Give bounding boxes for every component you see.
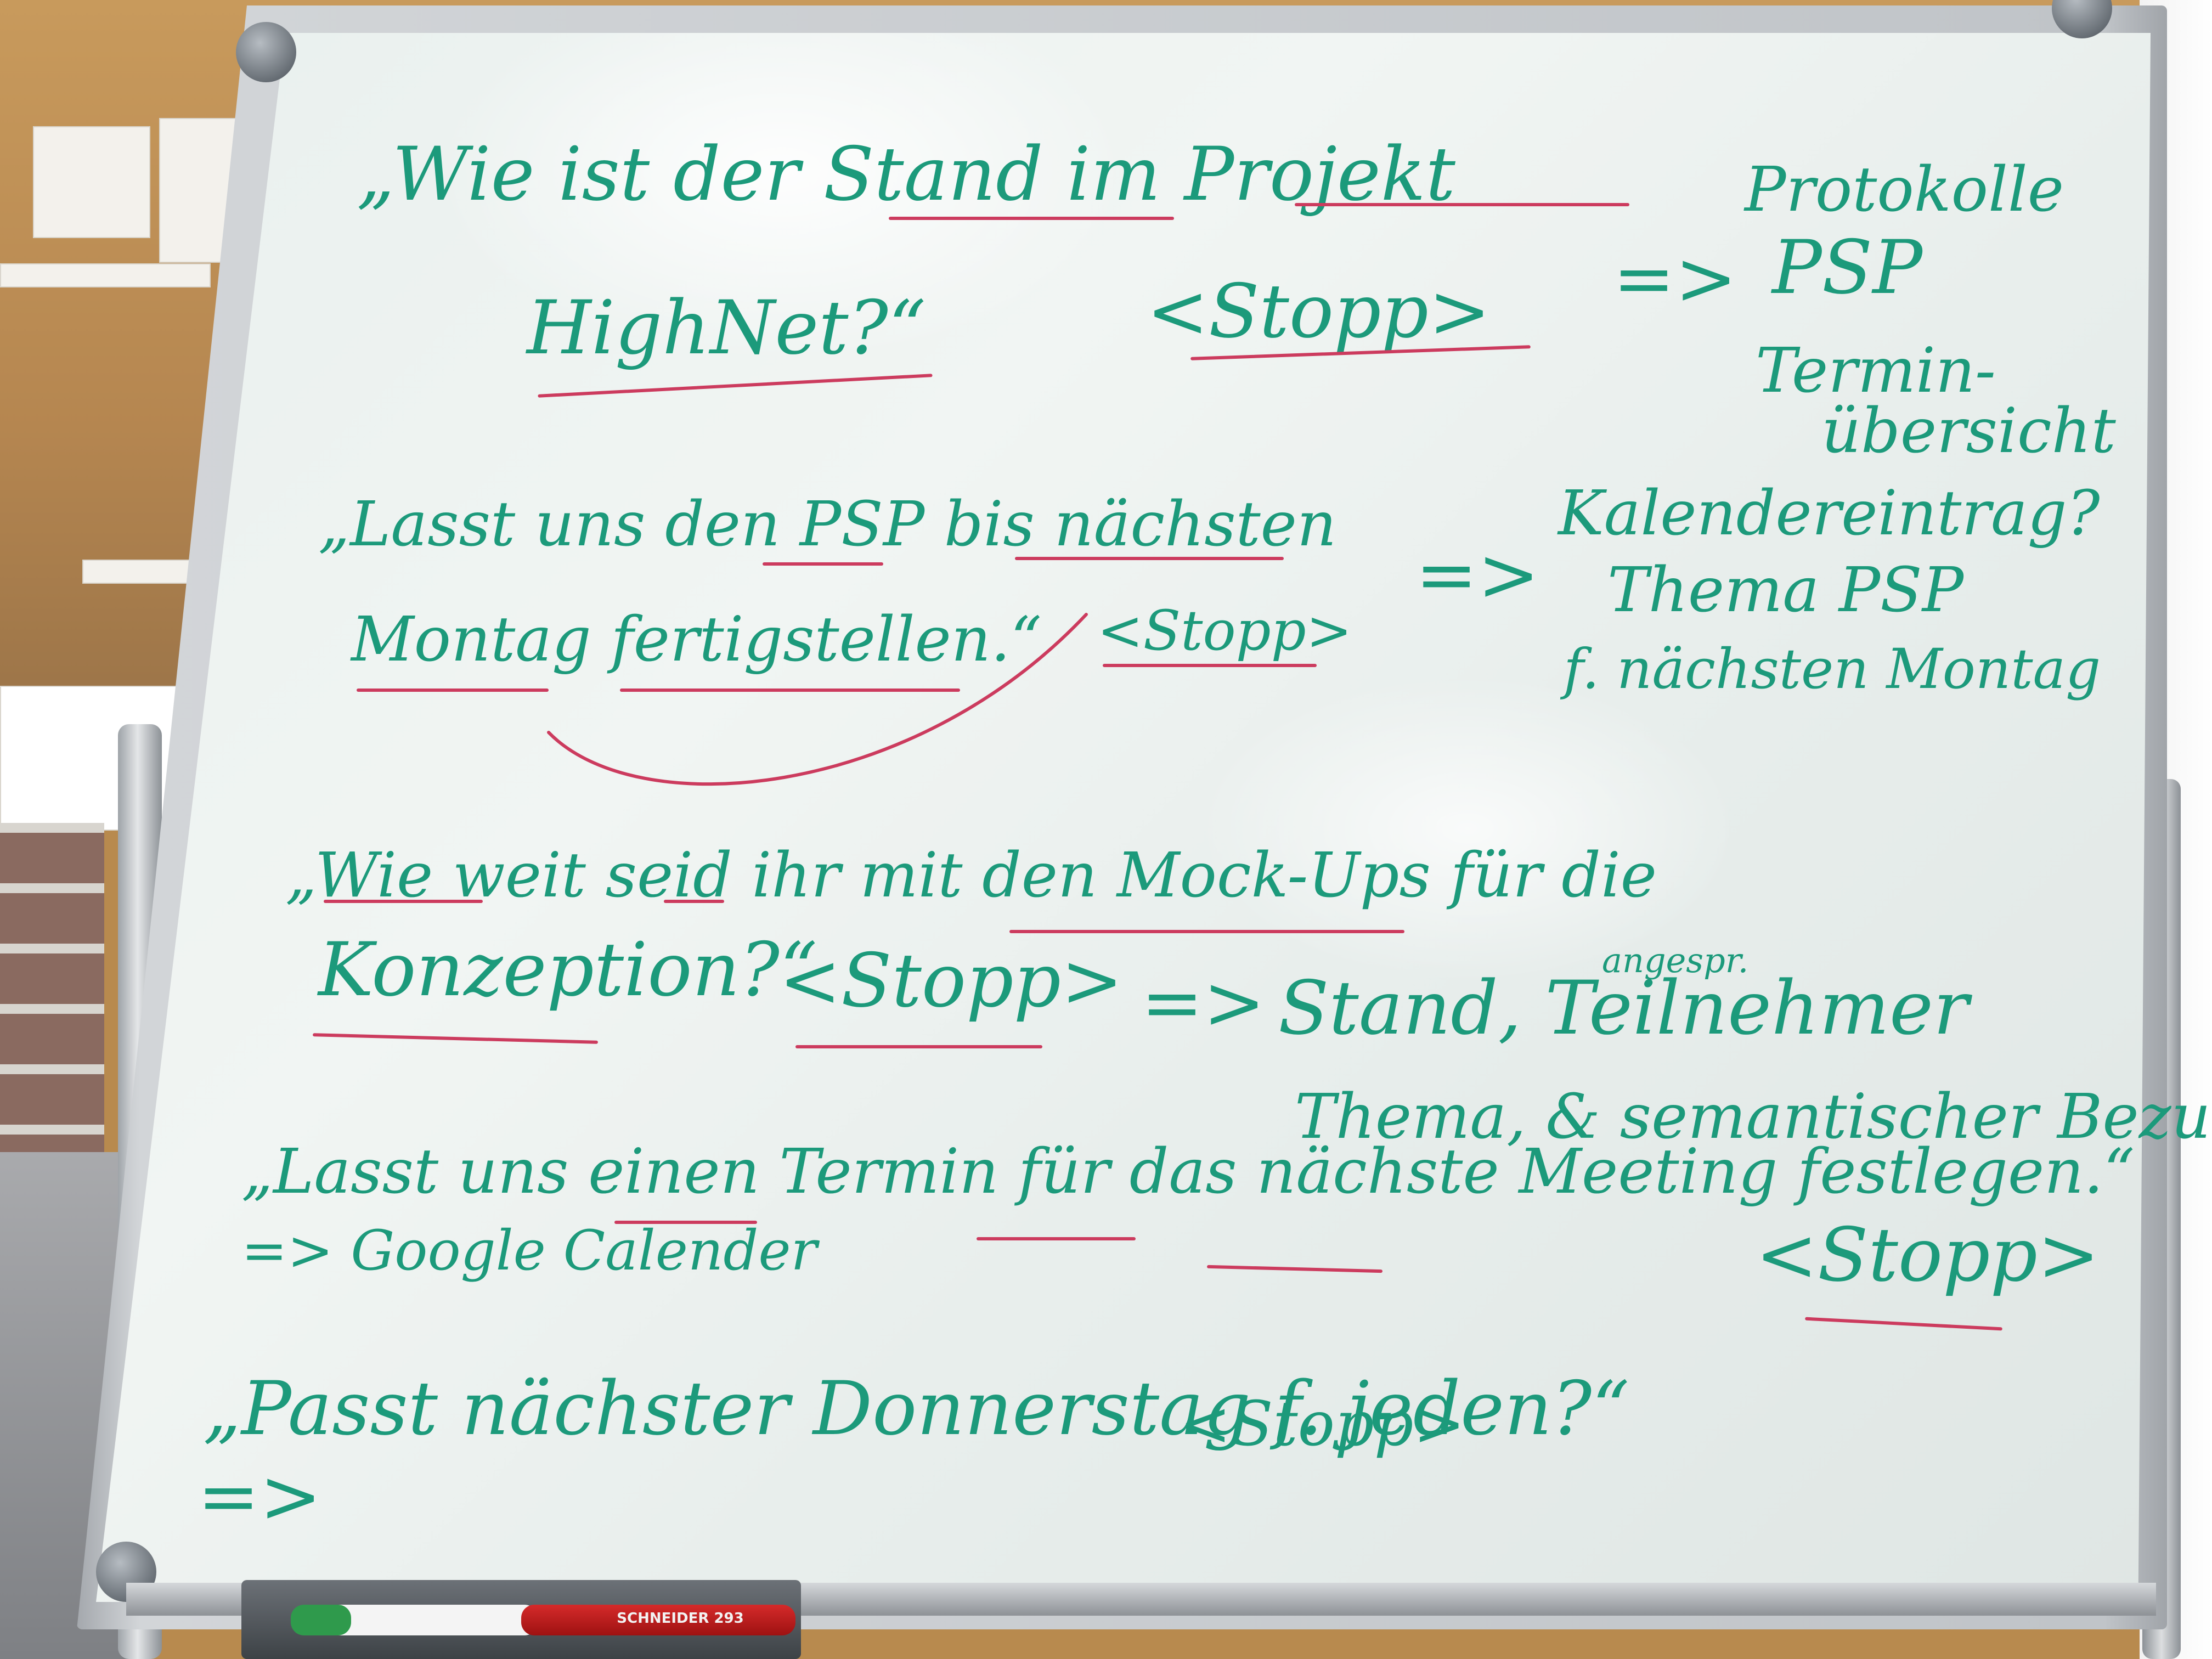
red-underline	[620, 689, 960, 692]
note-q2-stop: <Stopp>	[1097, 599, 1352, 663]
red-underline	[614, 1221, 757, 1224]
marker-brand-label: SCHNEIDER 293	[617, 1610, 744, 1627]
note-q5-line1: „Passt nächster Donnerstag f. jeden?“	[203, 1365, 1630, 1452]
red-underline	[889, 217, 1174, 220]
ceiling-light-strip	[0, 263, 211, 287]
frame-corner-cap	[236, 22, 296, 82]
curved-arrow-stroke	[547, 613, 1088, 786]
note-q2-list-item: f. nächsten Montag	[1564, 637, 2101, 701]
note-q1-list-item: Termin-	[1756, 335, 1996, 407]
red-underline	[664, 900, 724, 903]
whiteboard-surface	[96, 33, 2151, 1602]
note-q1-line2: HighNet?“	[527, 285, 926, 371]
green-marker-cap	[291, 1605, 351, 1635]
note-q5-arrow: =>	[198, 1453, 322, 1539]
note-q2-list-item: Kalendereintrag?	[1558, 478, 2100, 549]
red-underline	[1015, 557, 1284, 560]
note-q4-arrow: => Google Calender	[241, 1218, 817, 1283]
bookshelf	[0, 823, 104, 1207]
note-q3-line1: „Wie weit seid ihr mit den Mock-Ups für …	[285, 840, 1657, 911]
red-underline	[795, 1045, 1042, 1048]
note-q1-list-item: übersicht	[1821, 396, 2116, 467]
note-q4-stop: <Stopp>	[1756, 1212, 2100, 1298]
red-underline	[1103, 664, 1317, 667]
note-q5-stop: <Stopp>	[1180, 1389, 1465, 1460]
note-q3-stop: <Stopp>	[779, 938, 1124, 1024]
note-q1-list-item: PSP	[1772, 224, 1923, 311]
note-q1-arrow: =>	[1613, 235, 1737, 321]
red-underline	[977, 1237, 1136, 1240]
note-q2-line1: „Lasst uns den PSP bis nächsten	[318, 489, 1337, 560]
note-q3-line2: Konzeption?“	[318, 927, 817, 1013]
red-underline	[763, 562, 883, 566]
red-underline	[357, 689, 549, 692]
note-q2-list-item: Thema PSP	[1607, 555, 1964, 626]
note-q1-list-item: Protokolle	[1745, 154, 2064, 225]
note-q3-result2: Thema, & semantischer Bezug	[1295, 1081, 2212, 1153]
red-underline	[1295, 203, 1629, 206]
red-underline	[324, 900, 483, 903]
note-q2-line2: Montag fertigstellen.“	[351, 604, 1042, 675]
note-q1-line1: „Wie ist der Stand im Projekt	[357, 131, 1455, 217]
note-q4-line1: „Lasst uns einen Termin für das nächste …	[241, 1136, 2135, 1207]
note-q3-note: angespr.	[1602, 940, 1749, 980]
ceiling-light-panel	[33, 126, 150, 238]
note-q3-arrow: =>	[1141, 960, 1266, 1046]
note-q3-result1: Stand, Teilnehmer	[1278, 965, 1969, 1051]
note-q2-arrow: =>	[1415, 532, 1540, 618]
red-underline	[1009, 930, 1404, 933]
note-q1-stop: <Stopp>	[1147, 268, 1491, 354]
red-marker[interactable]	[521, 1605, 795, 1635]
ceiling-light-strip	[82, 560, 205, 584]
